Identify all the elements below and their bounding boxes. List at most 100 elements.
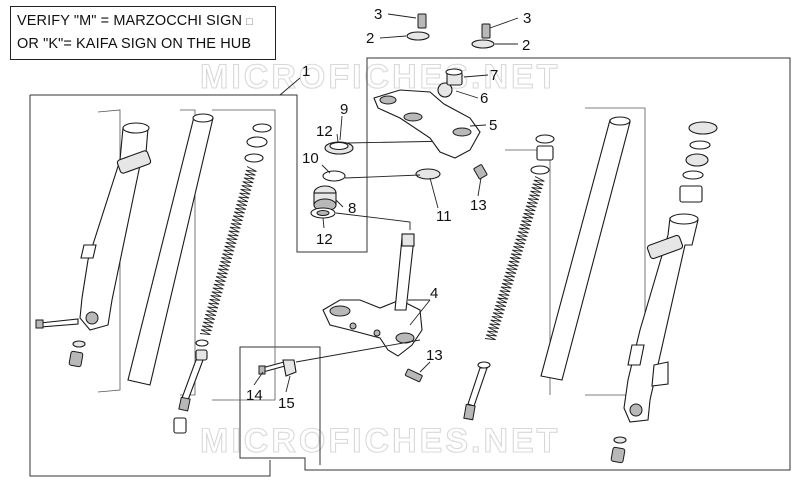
right-brake-lug-2 [651, 361, 669, 387]
leader-6 [455, 90, 479, 99]
leader-2a [379, 35, 407, 39]
leader-12a [336, 133, 339, 143]
stem-shaft [394, 237, 415, 311]
callout-11: 11 [436, 208, 452, 225]
callout-2: 2 [366, 30, 374, 47]
left-brake-lug [80, 244, 97, 259]
left-slider-top [122, 122, 150, 134]
upper-bearing-inner [329, 141, 349, 151]
right-slider-body [623, 217, 699, 423]
upper-clamp-hole-right [452, 127, 472, 137]
left-axle-bolt [35, 318, 79, 329]
callout-14: 14 [246, 387, 263, 404]
callout-3-right: 3 [523, 10, 531, 27]
left-axle-pin [39, 318, 79, 328]
callout-4: 4 [430, 285, 438, 302]
right-spring-ring-1 [535, 134, 555, 144]
cable-clip [282, 359, 297, 377]
note-line-1-text: VERIFY "M" = MARZOCCHI SIGN [17, 13, 243, 29]
callout-numbers: 3 2 3 2 7 6 5 9 12 10 8 11 13 12 1 4 13 … [246, 6, 531, 412]
leader-15 [285, 375, 291, 393]
upper-pinch-bolt [473, 164, 488, 180]
upper-clamp-body [373, 89, 481, 159]
callout-1: 1 [302, 63, 310, 80]
watermark-top: MICROFICHES.NET [200, 58, 560, 96]
leader-7 [463, 74, 489, 78]
note-line-1: VERIFY "M" = MARZOCCHI SIGN □ [17, 10, 269, 33]
callout-9: 9 [340, 101, 348, 118]
leader-5 [469, 124, 487, 127]
left-axle-head [35, 319, 44, 329]
right-slider-top [669, 213, 699, 225]
right-rod-washer [477, 361, 491, 369]
lower-pinch-bolt [404, 368, 423, 383]
frame-left-and-right [30, 57, 791, 471]
right-drain-screw [610, 436, 627, 464]
leader-4a [409, 299, 431, 326]
left-spring-ring-3 [244, 153, 264, 163]
bearing-guide-3 [335, 212, 411, 230]
right-drain-washer [613, 436, 627, 444]
lower-clamp-hole-left [329, 305, 351, 317]
right-seal-3 [685, 153, 709, 167]
callout-8: 8 [348, 200, 356, 217]
right-bushing [679, 185, 703, 203]
adjuster-nut [415, 168, 441, 180]
note-line-2: OR "K"= KAIFA SIGN ON THE HUB [17, 33, 269, 55]
lower-clamp-screw-2 [373, 329, 381, 337]
leader-14 [253, 371, 264, 386]
leader-9 [339, 115, 343, 141]
right-drain-bolt [610, 446, 626, 464]
callout-leaders [253, 13, 519, 393]
right-brake-lug-1 [627, 344, 645, 366]
callout-7: 7 [490, 67, 498, 84]
left-rod-washer [195, 339, 209, 347]
left-rod-bush [173, 417, 187, 434]
right-stanchion-body [540, 119, 631, 381]
callout-12: 12 [316, 123, 333, 140]
left-rod-thread [178, 396, 191, 412]
left-damper-rod [173, 339, 209, 434]
leader-13b [419, 361, 431, 373]
stem-nut-top [445, 68, 463, 76]
right-seal-4 [682, 170, 704, 180]
checkbox-icon: □ [246, 16, 253, 28]
right-spring-cap [536, 145, 554, 161]
left-axle-hole [85, 311, 99, 325]
left-top-cap [406, 31, 430, 41]
left-stanchion-tube [127, 113, 214, 386]
callout-5: 5 [489, 117, 497, 134]
left-drain-screw [68, 340, 86, 368]
right-seal-2 [689, 140, 711, 150]
group-frames [29, 57, 791, 477]
left-slider-clamp [116, 150, 152, 174]
right-axle-hole [629, 403, 643, 417]
callout-13-lower: 13 [426, 347, 443, 364]
callout-3: 3 [374, 6, 382, 23]
left-fork-slider [79, 122, 152, 331]
right-stanchion-top [609, 116, 631, 126]
steering-stem-nut [445, 68, 463, 86]
steering-nut-washer [437, 82, 453, 98]
bearing-guide-2 [344, 174, 421, 179]
steering-bearing-stack [310, 140, 456, 230]
left-drain-washer [72, 340, 86, 348]
left-rod-cap [195, 349, 208, 361]
right-stanchion-tube [540, 116, 631, 381]
left-spring-coil [199, 166, 257, 336]
lower-race-hole [316, 210, 330, 216]
left-stanchion-top [192, 113, 214, 123]
leader-10 [321, 164, 331, 174]
right-slider-clamp [646, 234, 684, 260]
leader-3a [387, 13, 417, 19]
right-seal-1 [688, 121, 718, 135]
leader-8 [335, 199, 344, 208]
leader-1 [279, 77, 301, 96]
right-spring-ring-2 [530, 165, 550, 175]
upper-clamp-bolts [406, 13, 495, 180]
lower-clamp-screw [349, 322, 357, 330]
right-spring [484, 134, 555, 341]
right-seal-stack [679, 121, 718, 203]
